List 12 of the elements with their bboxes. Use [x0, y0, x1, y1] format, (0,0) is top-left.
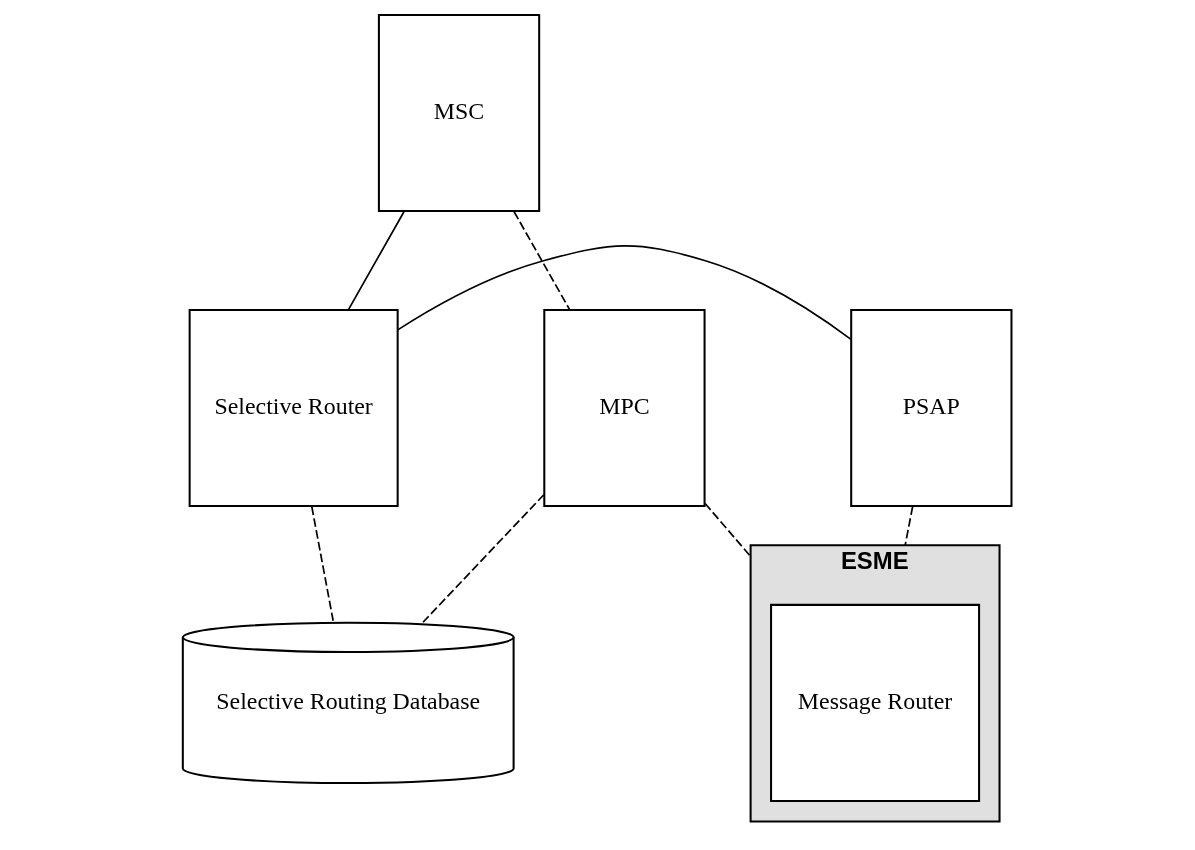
connector	[310, 505, 334, 624]
connector	[903, 505, 913, 547]
connector	[396, 245, 852, 341]
connector	[512, 210, 570, 311]
node-box: MPC	[542, 308, 706, 507]
node-box: MSC	[377, 13, 540, 213]
node-box: Selective Router	[188, 308, 399, 507]
connector	[703, 502, 751, 558]
node-box: Message Router	[769, 603, 980, 802]
node-box: PSAP	[849, 308, 1012, 507]
connector	[421, 493, 545, 624]
connector	[347, 210, 405, 311]
